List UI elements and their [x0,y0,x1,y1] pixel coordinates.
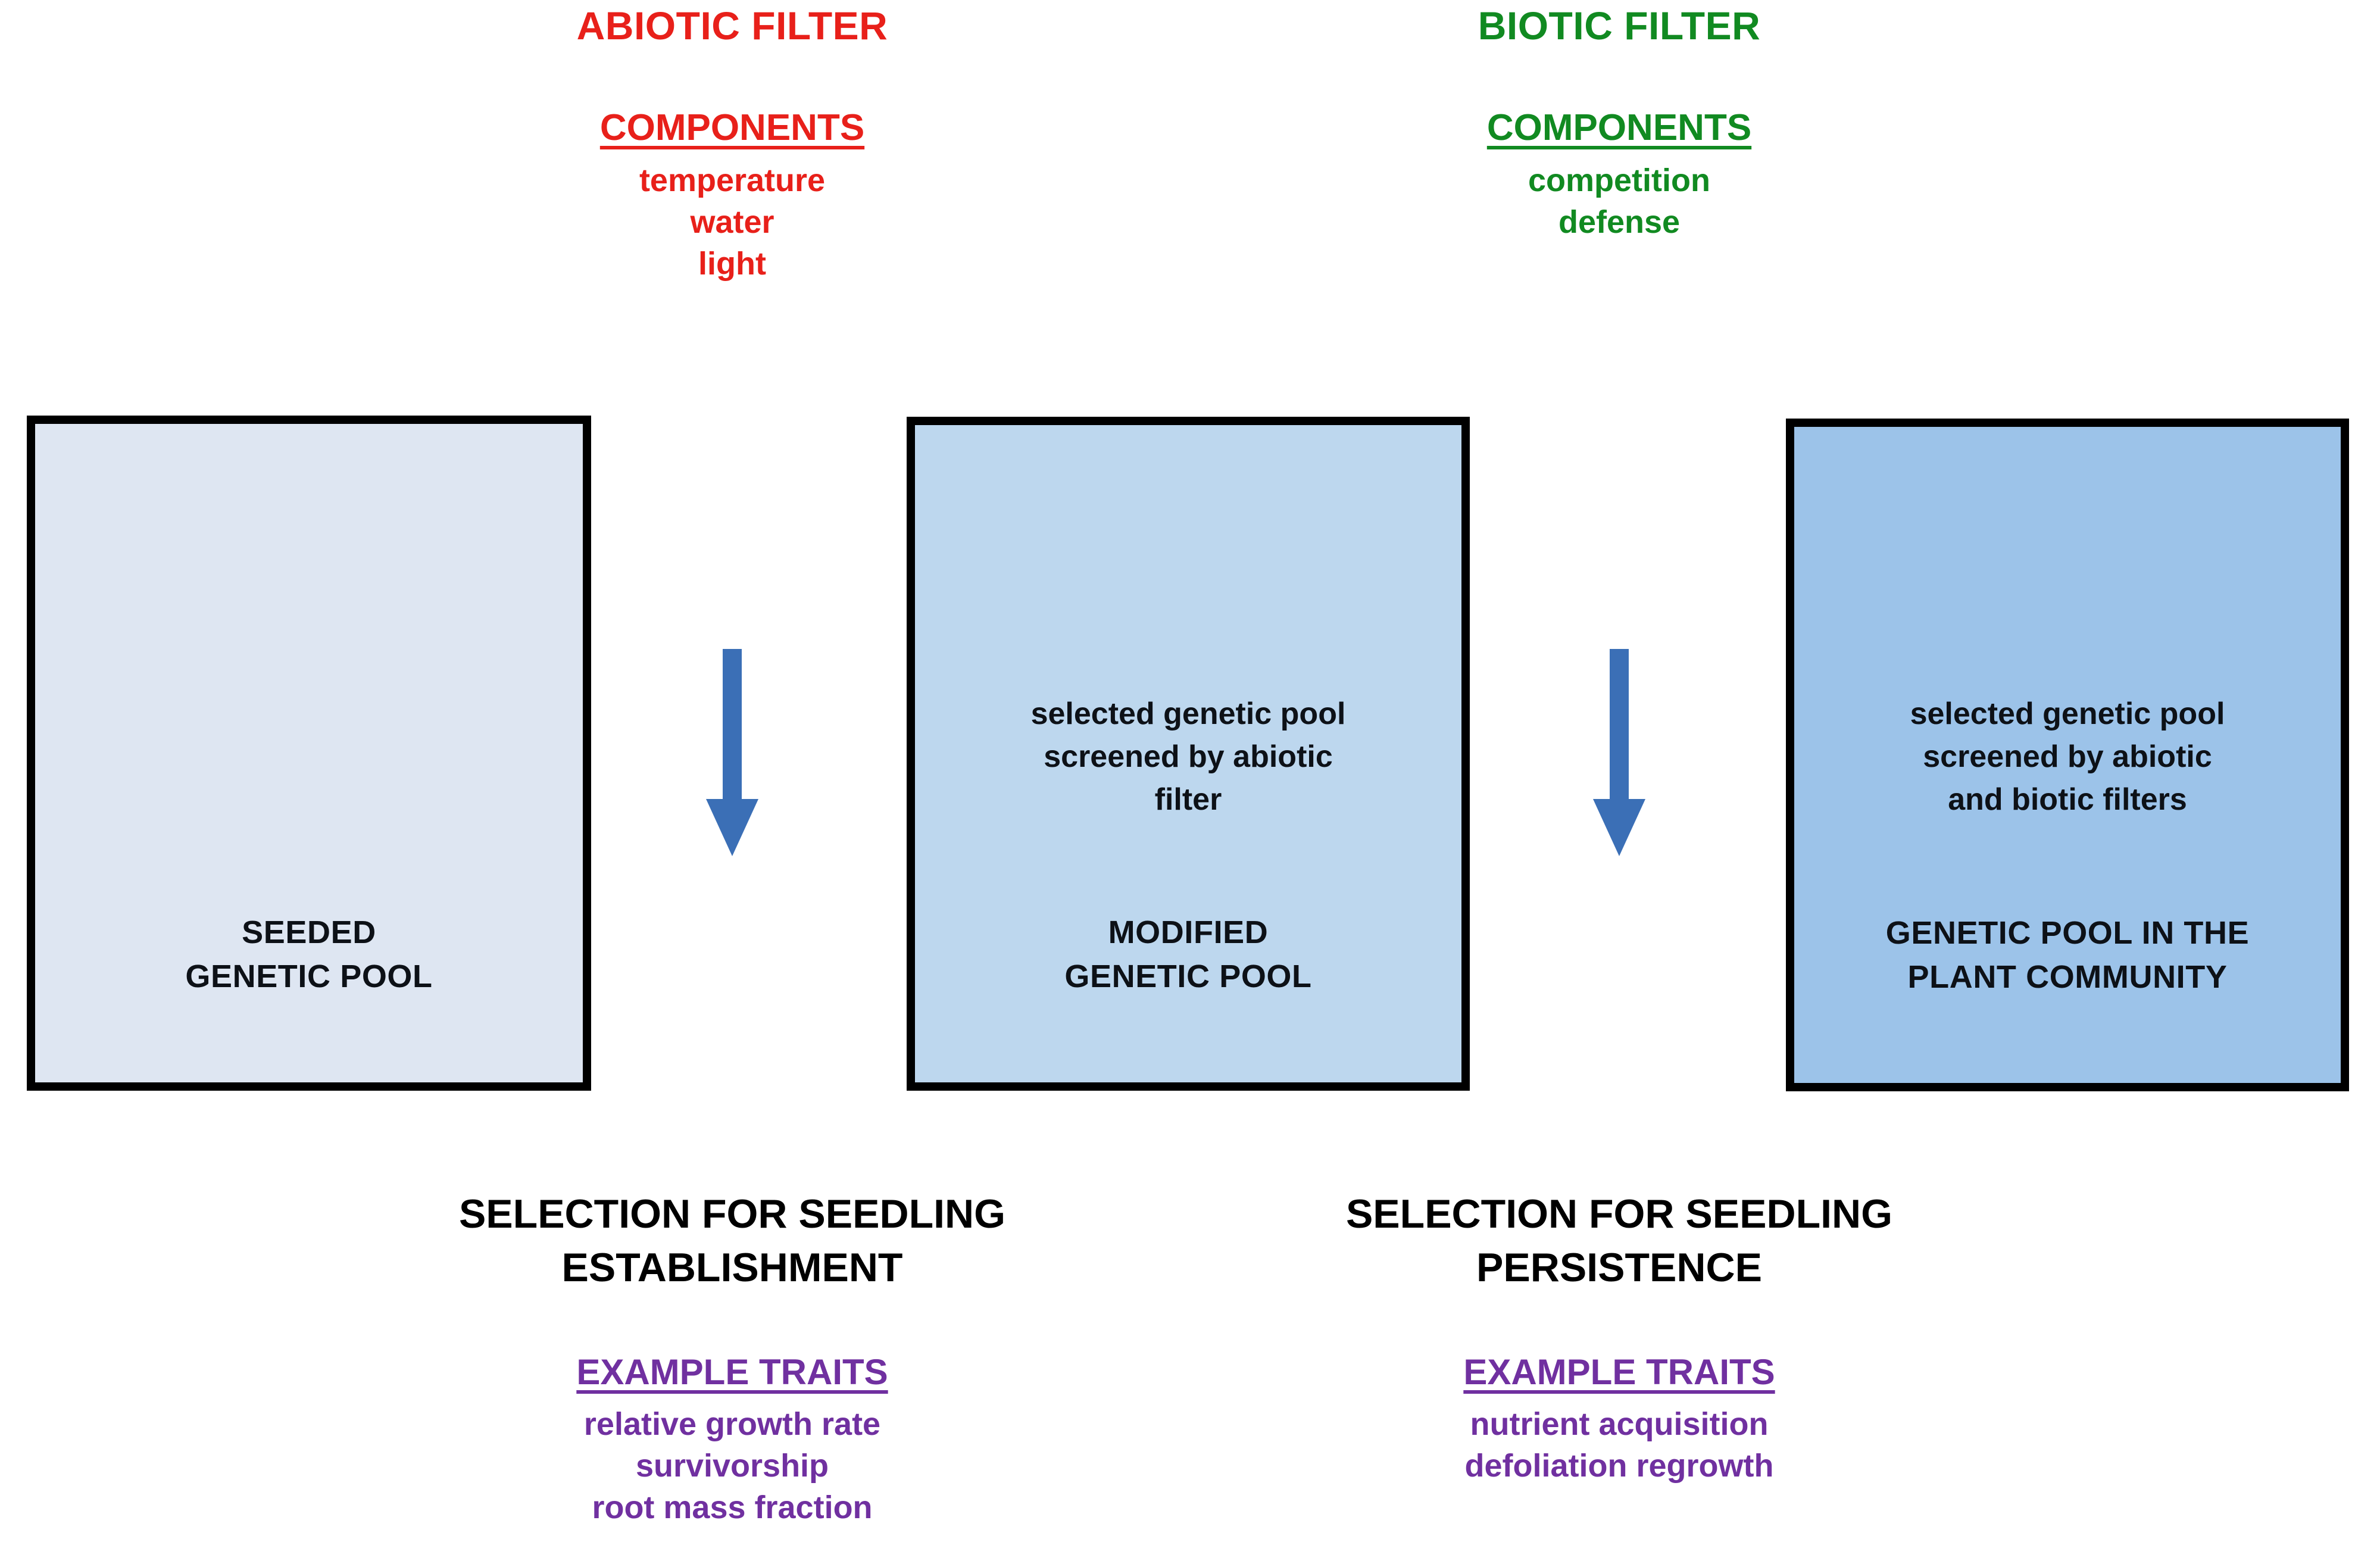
modified-pool-description: selected genetic pool screened by abioti… [1030,697,1346,817]
establishment-trait-relative-growth-rate: relative growth rate [583,1406,881,1442]
selection-persistence-title: SELECTION FOR SEEDLING PERSISTENCE [1345,1191,1893,1290]
modified-pool-name: MODIFIED GENETIC POOL [1064,914,1312,995]
seeded-genetic-pool-box: SEEDED GENETIC POOL [27,416,591,1091]
selection-establishment-column: SELECTION FOR SEEDLING ESTABLISHMENT EXA… [441,1188,1024,1528]
plant-community-genetic-pool-box: selected genetic pool screened by abioti… [1786,419,2349,1091]
abiotic-filter-arrow-icon [696,649,768,863]
biotic-filter-arrow-icon [1583,649,1655,863]
modified-genetic-pool-box: selected genetic pool screened by abioti… [907,417,1470,1091]
abiotic-components-label: COMPONENTS [599,107,865,148]
biotic-filter-title: BIOTIC FILTER [1478,4,1761,48]
seeded-pool-name: SEEDED GENETIC POOL [185,914,433,995]
plant-community-pool-description: selected genetic pool screened by abioti… [1910,697,2225,817]
biotic-component-defense: defense [1558,204,1681,241]
persistence-trait-defoliation-regrowth: defoliation regrowth [1464,1447,1774,1484]
persistence-example-traits-label: EXAMPLE TRAITS [1463,1351,1775,1392]
biotic-components-label: COMPONENTS [1486,107,1752,148]
biotic-component-competition: competition [1528,163,1710,198]
abiotic-filter-column: ABIOTIC FILTER COMPONENTS temperature wa… [452,6,1012,285]
abiotic-component-light: light [698,246,766,282]
abiotic-component-temperature: temperature [639,163,826,198]
abiotic-component-water: water [690,204,774,241]
establishment-example-traits-label: EXAMPLE TRAITS [576,1351,888,1392]
abiotic-filter-title: ABIOTIC FILTER [576,4,888,48]
establishment-trait-survivorship: survivorship [635,1447,829,1484]
establishment-trait-root-mass-fraction: root mass fraction [592,1489,873,1525]
persistence-trait-nutrient-acquisition: nutrient acquisition [1470,1406,1769,1442]
selection-establishment-title: SELECTION FOR SEEDLING ESTABLISHMENT [458,1191,1006,1290]
plant-community-pool-name: GENETIC POOL IN THE PLANT COMMUNITY [1885,914,2250,995]
biotic-filter-column: BIOTIC FILTER COMPONENTS competition def… [1339,6,1899,243]
selection-persistence-column: SELECTION FOR SEEDLING PERSISTENCE EXAMP… [1328,1188,1911,1487]
